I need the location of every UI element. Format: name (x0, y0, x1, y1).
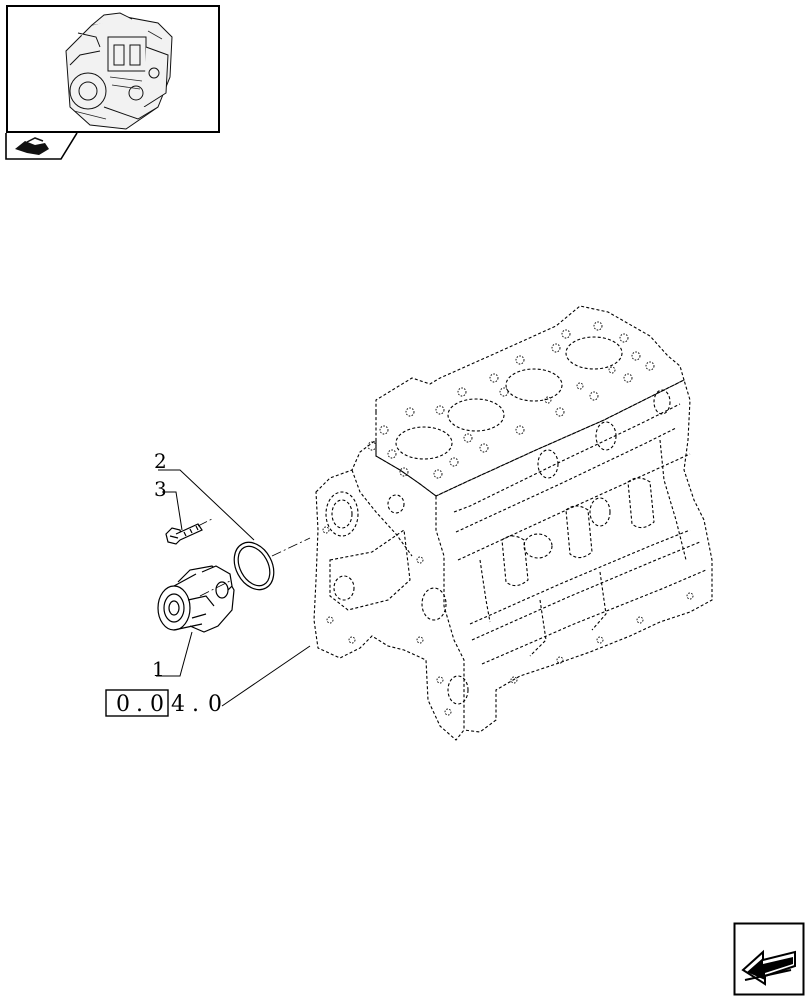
engine-thumbnail (6, 5, 220, 133)
callout-3: 3 (154, 477, 167, 501)
bolt-part[interactable] (165, 523, 203, 545)
engine-thumbnail-icon (65, 12, 173, 130)
ref-char-4: 4 (171, 692, 185, 717)
reference-code[interactable]: 0 . 0 4 . 0 (105, 689, 222, 717)
assembly-axis (197, 517, 311, 597)
next-page-arrow-icon (733, 922, 805, 996)
ref-char-6: 0 (208, 692, 222, 717)
leader-lines (156, 469, 311, 707)
ref-char-3: 0 (150, 692, 164, 717)
reference-box (105, 689, 169, 717)
next-page-button[interactable] (733, 922, 805, 996)
ref-char-2: . (136, 692, 143, 717)
engine-block-outline (313, 305, 713, 741)
callout-2: 2 (154, 449, 167, 473)
block-holes (322, 321, 694, 716)
book-tab[interactable] (5, 132, 79, 161)
ref-char-5: . (192, 692, 199, 717)
callout-1: 1 (152, 657, 165, 681)
book-arrow-icon (5, 132, 78, 160)
o-ring-part[interactable] (226, 535, 281, 596)
pump-housing-part[interactable] (157, 565, 235, 633)
ref-char-1: 0 (116, 692, 130, 717)
